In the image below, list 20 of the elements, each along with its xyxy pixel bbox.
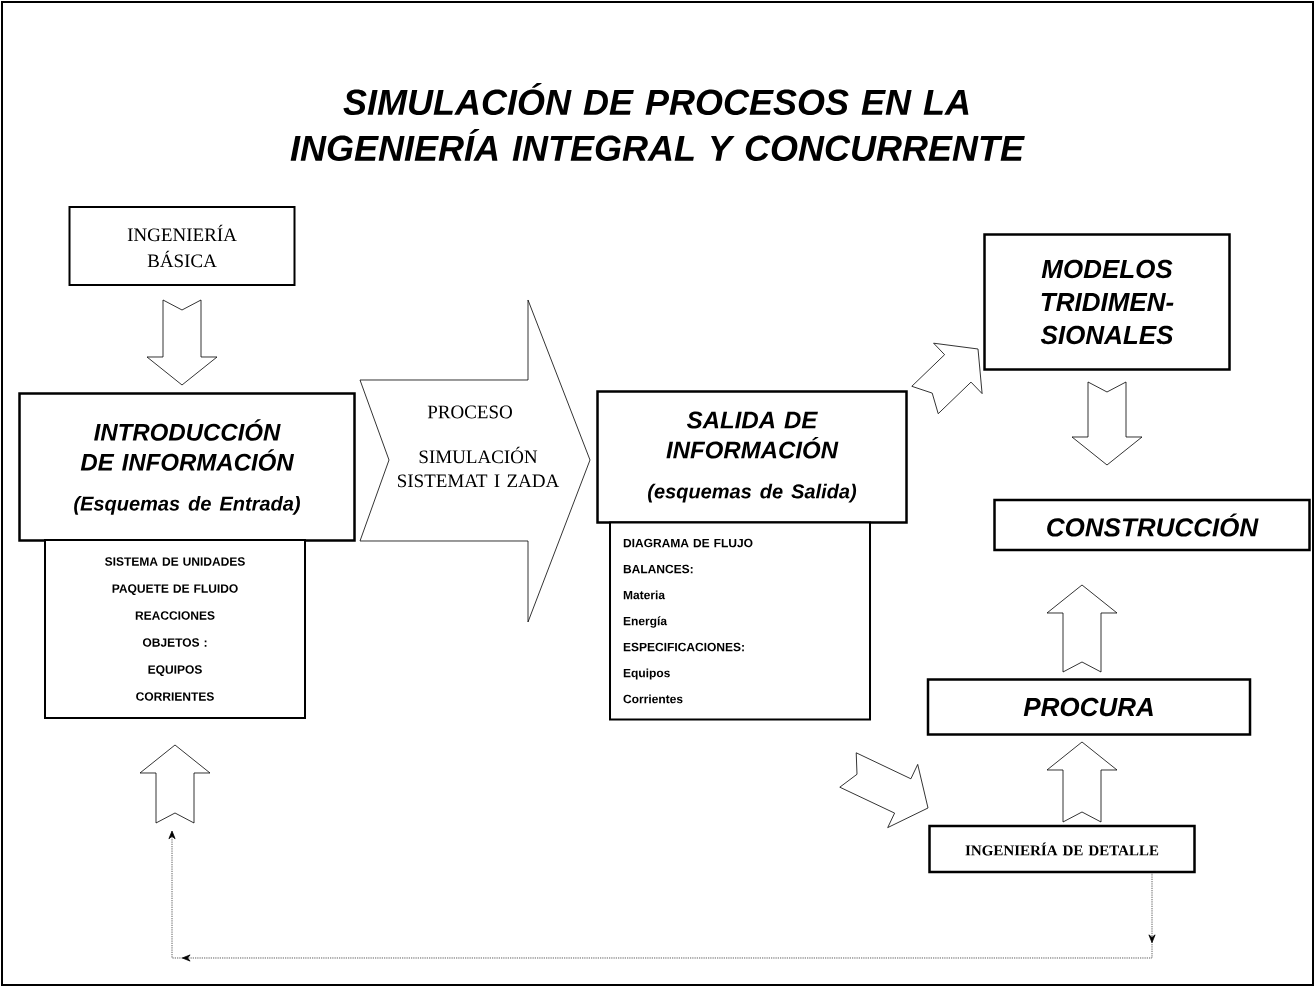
heading-box: PROCURA <box>926 678 1252 736</box>
block-arrow <box>839 752 929 828</box>
arrow-text: SIMULACIÓN SISTEMAT I ZADA <box>398 446 560 488</box>
text-box: INGENIERÍA DE DETALLE <box>928 824 1196 874</box>
block-arrow <box>1046 584 1118 673</box>
heading-box: INTRODUCCIÓN DE INFORMACIÓN (Esquemas de Entrada) <box>18 392 356 542</box>
dotted-arrow <box>168 830 1156 962</box>
block-arrow <box>146 299 218 386</box>
heading-box: MODELOS TRIDIMEN- SIONALES <box>983 233 1231 371</box>
heading-box: SALIDA DE INFORMACIÓN (esquemas de Salida) <box>596 390 908 524</box>
title: SIMULACIÓN DE PROCESOS EN LA INGENIERÍA INTEGRAL Y CONCURRENTE <box>290 82 1025 162</box>
chevron-arrow <box>359 299 591 623</box>
block-arrow <box>911 342 983 415</box>
list-box: DIAGRAMA DE FLUJO BALANCES: Materia Energía ESPECIFICACIONES: Equipos Corrientes <box>609 521 871 721</box>
heading-box: CONSTRUCCIÓN <box>993 498 1311 552</box>
block-arrow <box>1046 741 1118 823</box>
block-arrow <box>139 744 211 824</box>
text-box: INGENIERÍA BÁSICA <box>68 206 296 286</box>
block-arrow <box>1071 381 1143 466</box>
list-box: SISTEMA DE UNIDADES PAQUETE DE FLUIDO REACCIONES OBJETOS : EQUIPOS CORRIENTES <box>44 539 306 719</box>
